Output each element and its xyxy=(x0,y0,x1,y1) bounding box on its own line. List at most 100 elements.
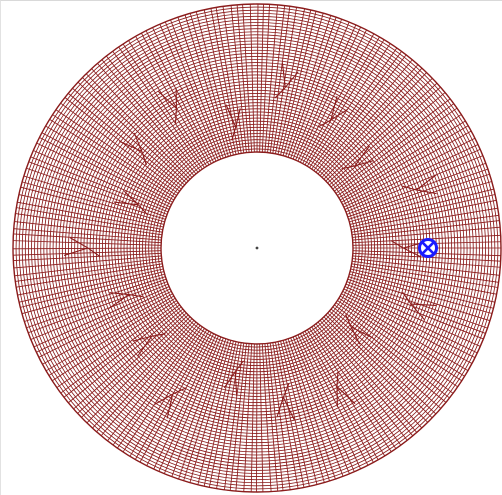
mesh-ring-line xyxy=(71,62,443,434)
mesh-patch-edge xyxy=(416,189,437,195)
mesh-patch-edge xyxy=(154,393,173,405)
mesh-patch-edge xyxy=(234,360,244,373)
mesh-patch-edge xyxy=(401,185,417,191)
mesh-patch-edge xyxy=(174,108,177,124)
mesh-patch-edge xyxy=(284,71,299,88)
mesh-patch-edge xyxy=(330,108,348,121)
mesh-patch-edge xyxy=(123,190,139,206)
mesh-ring-line xyxy=(68,59,446,437)
mesh-patch-edge xyxy=(350,326,361,345)
mesh-ring-line xyxy=(46,37,468,459)
mesh-patch-edge xyxy=(336,371,339,387)
mesh-patch-edge xyxy=(113,201,139,206)
mesh-ring-line xyxy=(34,25,480,471)
mesh-patch-edge xyxy=(411,303,437,306)
mesh-patch-edge xyxy=(119,140,143,152)
mesh-ring-line xyxy=(135,126,379,370)
mesh-ring-line xyxy=(151,142,363,354)
mesh-ring-line xyxy=(40,31,474,465)
mesh-ring-line xyxy=(95,86,419,410)
mesh-ring-line xyxy=(74,65,440,431)
mesh-patch-edge xyxy=(109,292,130,296)
mesh-patch-edge xyxy=(402,291,412,305)
center-point xyxy=(255,246,259,250)
mesh-ring-line xyxy=(105,96,409,400)
mesh-patch-edge xyxy=(282,383,290,398)
mesh-patch-edge xyxy=(231,127,237,141)
mesh-patch-edge xyxy=(129,293,144,298)
mesh-ring-line xyxy=(123,114,391,382)
mesh-patch-edge xyxy=(137,204,149,216)
mesh-patch-edge xyxy=(151,333,166,337)
mesh-patch-edge xyxy=(341,165,356,170)
inner-boundary xyxy=(160,151,354,345)
mesh-patch-edge xyxy=(108,294,130,309)
mesh-patch-edge xyxy=(235,108,241,128)
mesh-patch-edge xyxy=(403,247,422,258)
mesh-patch-edge xyxy=(166,393,174,419)
mesh-patch-edge xyxy=(354,145,370,167)
mesh-ring-line xyxy=(24,15,490,481)
mesh-ring-line xyxy=(52,43,462,453)
mesh-ring-line xyxy=(15,6,499,490)
marker-ring xyxy=(418,238,438,258)
mesh-ring-line xyxy=(58,49,456,447)
mesh-patch-edge xyxy=(274,87,286,99)
mesh-ring-line xyxy=(154,145,360,351)
mesh-ring-line xyxy=(101,92,413,404)
mesh-ring-line xyxy=(138,129,376,367)
mesh-patch-edge xyxy=(132,335,152,342)
patch-boundary-lines xyxy=(63,62,437,420)
mesh-ring-line xyxy=(18,9,496,487)
mesh-ring-line xyxy=(43,34,471,462)
mesh-patch-edge xyxy=(225,104,237,128)
mesh-patch-edge xyxy=(133,132,143,152)
mesh-patch-edge xyxy=(141,151,147,166)
mesh-patch-edge xyxy=(172,387,187,395)
ring-grid-lines xyxy=(12,3,502,493)
mesh-ring-line xyxy=(31,22,483,474)
mesh-ring-line xyxy=(117,108,397,388)
mesh-ring-line xyxy=(27,18,487,478)
mesh-ring-line xyxy=(157,148,357,348)
mesh-ring-line xyxy=(108,99,406,397)
mesh-ring-line xyxy=(114,105,400,391)
mesh-ring-line xyxy=(21,12,493,484)
mesh-ring-line xyxy=(98,89,416,407)
mesh-patch-edge xyxy=(276,397,284,417)
mesh-patch-edge xyxy=(63,247,89,256)
mesh-ring-line xyxy=(145,136,369,360)
mesh-patch-edge xyxy=(281,62,286,88)
mesh-patch-edge xyxy=(137,335,153,357)
mesh-ring-line xyxy=(126,117,388,379)
mesh-patch-edge xyxy=(318,119,332,128)
mesh-patch-edge xyxy=(416,174,437,191)
mesh-patch-edge xyxy=(87,247,101,258)
mesh-ring-line xyxy=(64,55,450,441)
mesh-ring-line xyxy=(49,40,465,456)
marker-cross-stroke xyxy=(421,241,435,255)
mesh-patch-edge xyxy=(410,303,425,320)
mesh-patch-edge xyxy=(350,326,374,339)
mesh-ring-line xyxy=(142,133,372,363)
mesh-patch-edge xyxy=(234,371,238,397)
circle-cross-icon[interactable] xyxy=(418,238,438,258)
mesh-ring-line xyxy=(120,111,394,385)
mesh-patch-edge xyxy=(336,386,356,405)
outer-boundary xyxy=(12,3,502,493)
mesh-patch-edge xyxy=(223,371,236,389)
mesh-ring-line xyxy=(148,139,366,357)
mesh-ring-line xyxy=(129,120,385,376)
mesh-patch-edge xyxy=(282,397,295,420)
mesh-patch-edge xyxy=(390,240,404,249)
mesh-ring-line xyxy=(55,46,459,450)
mesh-ring-line xyxy=(132,123,382,373)
mesh-patch-edge xyxy=(157,90,177,109)
mesh-ring-line xyxy=(37,28,477,468)
mesh-ring-line xyxy=(61,52,453,444)
mesh-patch-edge xyxy=(69,237,89,249)
mesh-patch-edge xyxy=(354,160,374,167)
mesh-patch-edge xyxy=(330,95,338,121)
